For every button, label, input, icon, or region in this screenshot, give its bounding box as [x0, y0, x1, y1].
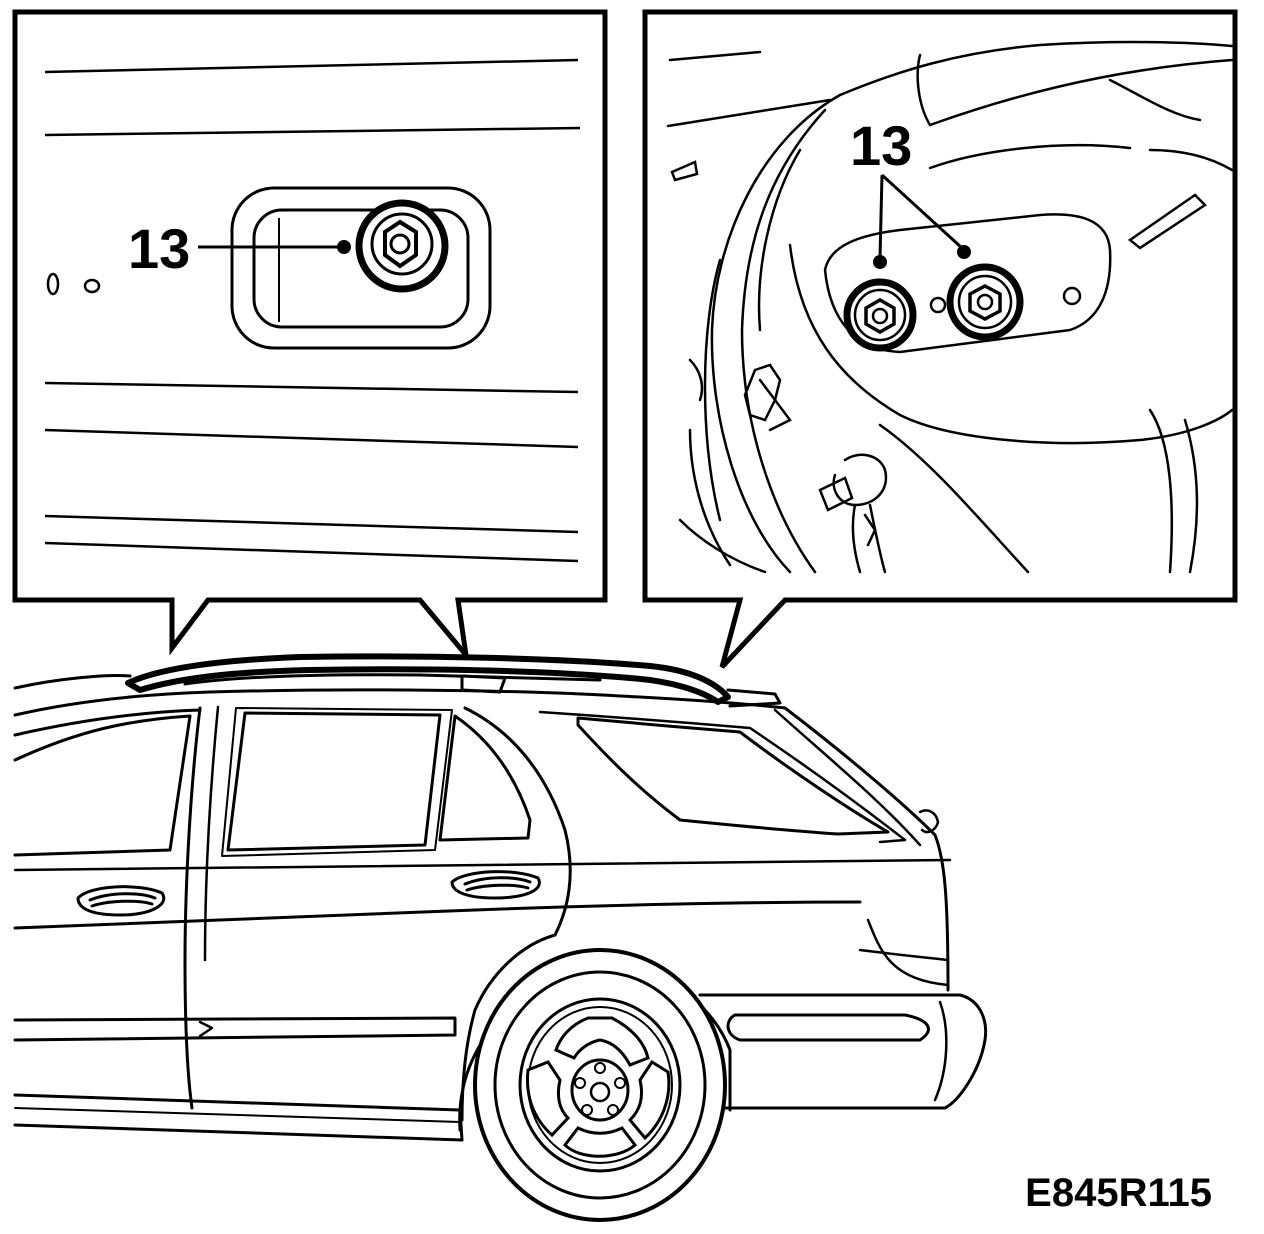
- right-detail-hole-1: [929, 296, 947, 314]
- left-detail-pocket-inner: [252, 208, 470, 329]
- right-callout-label: 13: [850, 114, 912, 177]
- figure-code: E845R115: [1025, 1171, 1212, 1215]
- left-detail-hole-1: [46, 272, 60, 296]
- left-detail-pocket-outer: [230, 186, 492, 350]
- rear-wheel: [473, 948, 727, 1222]
- left-callout-frame: [12, 9, 608, 664]
- left-detail-hole-2: [83, 278, 101, 294]
- rear-bumper: [698, 993, 988, 1110]
- left-detail-callout: 13: [12, 9, 608, 664]
- right-detail-body-lines: [666, 40, 1234, 574]
- right-callout-leader-1: [878, 174, 884, 259]
- right-detail-hole-2: [1062, 286, 1082, 306]
- front-door-handle: [76, 885, 166, 917]
- right-callout-dot-2: [957, 245, 971, 259]
- left-detail-roof-lines: [44, 58, 581, 563]
- right-detail-callout: 13: [642, 9, 1238, 669]
- right-detail-nut-1: [843, 278, 917, 352]
- car-illustration: [13, 653, 988, 1142]
- left-detail-nut: [355, 199, 449, 293]
- rear-door-handle: [450, 870, 541, 900]
- right-callout-dot-1: [873, 255, 887, 269]
- right-detail-nut-2: [946, 263, 1024, 341]
- right-callout-frame: [642, 9, 1238, 669]
- rear-door-window: [226, 711, 442, 852]
- front-door-window: [13, 714, 192, 857]
- left-callout-label: 13: [128, 217, 190, 280]
- right-callout-leader-2: [880, 173, 964, 250]
- rear-quarter-window: [576, 716, 890, 836]
- left-callout-dot: [337, 240, 351, 254]
- roof-rail: [125, 653, 731, 705]
